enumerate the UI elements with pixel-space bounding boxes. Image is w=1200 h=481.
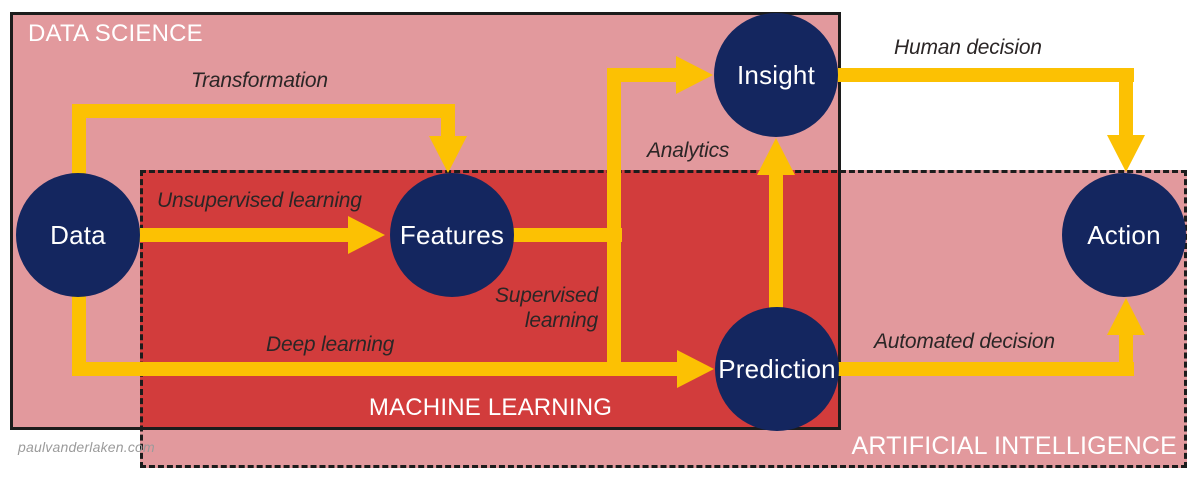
analytics-arrow-segment — [769, 174, 783, 314]
node-insight: Insight — [714, 13, 838, 137]
node-features-label: Features — [399, 219, 505, 250]
human-decision-label: Human decision — [894, 36, 1042, 59]
node-action-label: Action — [1087, 219, 1161, 250]
transformation-label: Transformation — [191, 69, 328, 92]
transformation-arrowhead-icon — [429, 136, 467, 173]
insight-branch-arrowhead-icon — [676, 56, 713, 94]
deep-learning-arrow-segment — [72, 362, 678, 376]
transformation-arrow-segment — [441, 104, 455, 137]
node-prediction-label: Prediction — [718, 353, 836, 384]
automated-decision-label: Automated decision — [874, 330, 1055, 353]
data-science-region-border — [10, 12, 841, 430]
unsupervised-arrowhead-icon — [348, 216, 385, 254]
insight-branch-segment — [607, 68, 677, 82]
node-features: Features — [390, 173, 514, 297]
deep-learning-label: Deep learning — [266, 333, 395, 356]
analytics-label: Analytics — [647, 139, 730, 162]
watermark: paulvanderlaken.com — [18, 439, 155, 455]
human-decision-arrow-segment — [777, 68, 1134, 82]
deep-learning-arrowhead-icon — [677, 350, 714, 388]
node-data: Data — [16, 173, 140, 297]
automated-decision-arrow-segment — [1119, 334, 1133, 376]
node-insight-label: Insight — [736, 59, 815, 90]
node-prediction: Prediction — [715, 307, 839, 431]
artificial-intelligence-title: ARTIFICIAL INTELLIGENCE — [851, 432, 1177, 460]
node-action: Action — [1062, 173, 1186, 297]
human-decision-arrowhead-icon — [1107, 135, 1145, 172]
artificial-intelligence-region-border — [140, 170, 1187, 468]
junction-vertical-segment — [607, 68, 621, 376]
unsupervised-label: Unsupervised learning — [157, 189, 362, 212]
machine-learning-title: MACHINE LEARNING — [368, 394, 613, 421]
supervised-label: Supervised learning — [494, 284, 598, 332]
unsupervised-arrow-segment — [78, 228, 348, 242]
transformation-arrow-segment — [72, 104, 455, 118]
human-decision-arrow-segment — [1119, 68, 1133, 136]
data-science-title: DATA SCIENCE — [28, 20, 203, 47]
automated-decision-arrow-segment — [777, 362, 1134, 376]
automated-decision-arrowhead-icon — [1107, 298, 1145, 335]
analytics-arrowhead-icon — [757, 138, 795, 175]
node-data-label: Data — [50, 219, 106, 250]
